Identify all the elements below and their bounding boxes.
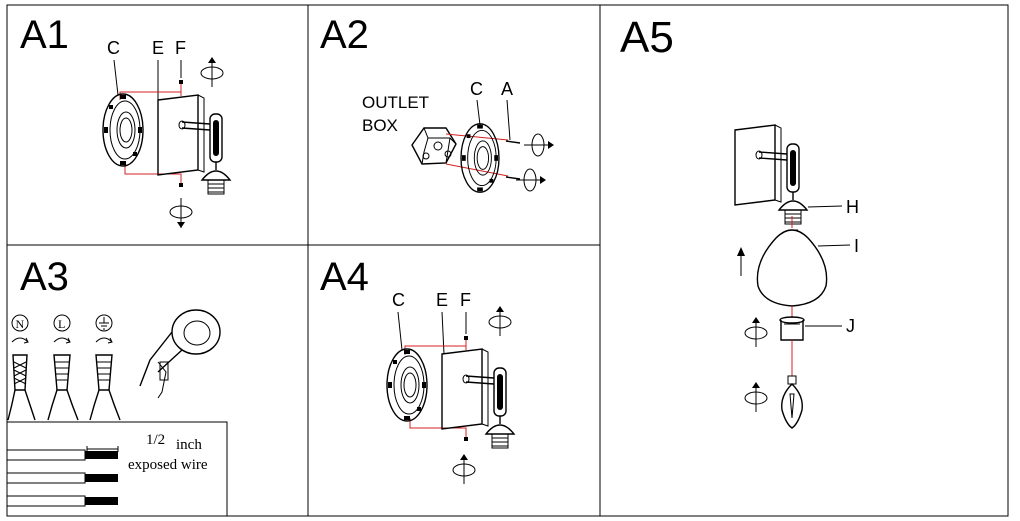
rotate-arrow-icon <box>523 133 555 157</box>
panel-a4-title: A4 <box>320 255 369 299</box>
panel-grid <box>6 4 1009 517</box>
rotate-arrow-icon <box>169 197 193 229</box>
label-i: I <box>854 236 859 256</box>
label-c: C <box>470 79 483 99</box>
label-j: J <box>846 316 855 336</box>
panel-a2-title: A2 <box>320 13 369 57</box>
wire-unit: inch <box>176 437 202 453</box>
label-a: A <box>501 79 513 99</box>
rotate-arrow-icon <box>744 381 768 413</box>
label-e: E <box>436 290 448 310</box>
wire-caption: exposed wire <box>128 457 208 473</box>
electrical-tape-icon <box>139 309 221 399</box>
wire-strip-guide: 1/2 inch exposed wire <box>6 421 228 517</box>
label-h: H <box>846 197 859 217</box>
panel-a5-title: A5 <box>620 13 674 62</box>
panel-a4: A4 C E F <box>320 255 515 485</box>
label-box: BOX <box>362 116 398 135</box>
up-arrow-icon <box>737 247 745 276</box>
mounting-plate <box>102 93 144 167</box>
panel-a2: A2 OUTLET BOX C A <box>320 13 555 193</box>
outlet-box <box>411 127 457 165</box>
sconce-backplate <box>734 124 808 225</box>
label-outlet: OUTLET <box>362 93 429 112</box>
ground-symbol-icon <box>95 314 113 332</box>
rotate-arrow-icon <box>200 56 224 88</box>
label-e: E <box>152 38 164 58</box>
wire-nut-icon <box>47 354 79 421</box>
rotate-arrow-icon <box>11 337 113 344</box>
panel-a3: A3 N L <box>6 255 228 517</box>
sconce-backplate <box>157 94 231 195</box>
label-c: C <box>107 38 120 58</box>
panel-a5: A5 H I J <box>620 13 859 429</box>
sconce-backplate <box>441 348 515 449</box>
wire-nut-icon <box>7 354 36 421</box>
screw <box>505 140 521 180</box>
symbol-l: L <box>58 317 65 331</box>
glass-shade <box>756 229 828 307</box>
line-symbol-icon: L <box>53 314 71 332</box>
mounting-plate <box>386 348 428 422</box>
neutral-symbol-icon: N <box>11 314 29 332</box>
rotate-arrow-icon <box>744 316 768 348</box>
panel-a1: A1 C E F <box>20 13 231 229</box>
shade-collar <box>779 316 805 341</box>
label-f: F <box>460 290 471 310</box>
panel-a1-title: A1 <box>20 13 69 57</box>
wire-nut-icon <box>89 354 121 421</box>
rotate-arrow-icon <box>452 453 476 485</box>
bulb-icon <box>781 375 803 429</box>
label-c: C <box>392 290 405 310</box>
label-f: F <box>175 38 186 58</box>
panel-a3-title: A3 <box>20 255 69 299</box>
mounting-plate <box>460 123 500 193</box>
rotate-arrow-icon <box>488 305 512 337</box>
symbol-n: N <box>16 317 25 331</box>
wire-fraction: 1/2 <box>146 432 165 448</box>
rotate-arrow-icon <box>515 168 547 192</box>
